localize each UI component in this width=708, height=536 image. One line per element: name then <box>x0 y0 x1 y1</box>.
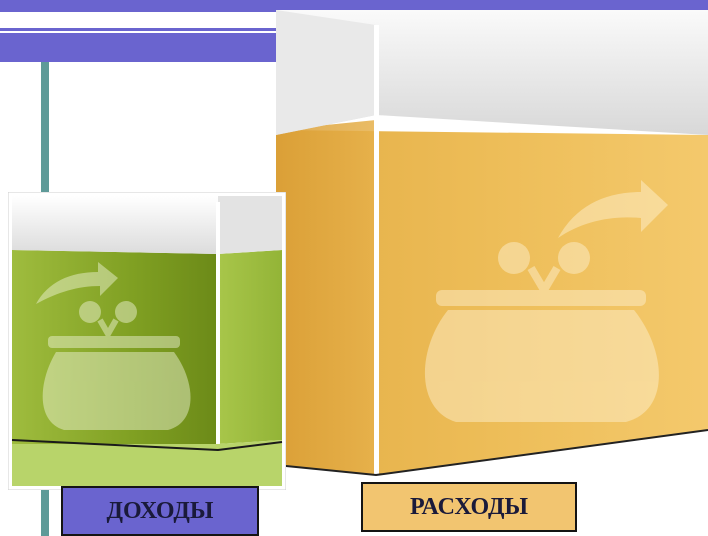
header-bar <box>0 0 708 12</box>
wallet-icon <box>424 242 659 422</box>
income-box[interactable] <box>8 192 286 490</box>
expense-box[interactable] <box>276 10 708 486</box>
expense-label[interactable]: РАСХОДЫ <box>361 482 577 532</box>
wallet-icon <box>42 301 191 430</box>
income-box-graphic <box>8 192 286 490</box>
expense-box-graphic <box>276 10 708 477</box>
subheader-bar <box>0 33 300 62</box>
arrow-out-icon <box>558 180 668 238</box>
arrow-in-icon <box>36 262 118 304</box>
header-underline <box>0 28 300 31</box>
income-label[interactable]: ДОХОДЫ <box>61 486 259 536</box>
